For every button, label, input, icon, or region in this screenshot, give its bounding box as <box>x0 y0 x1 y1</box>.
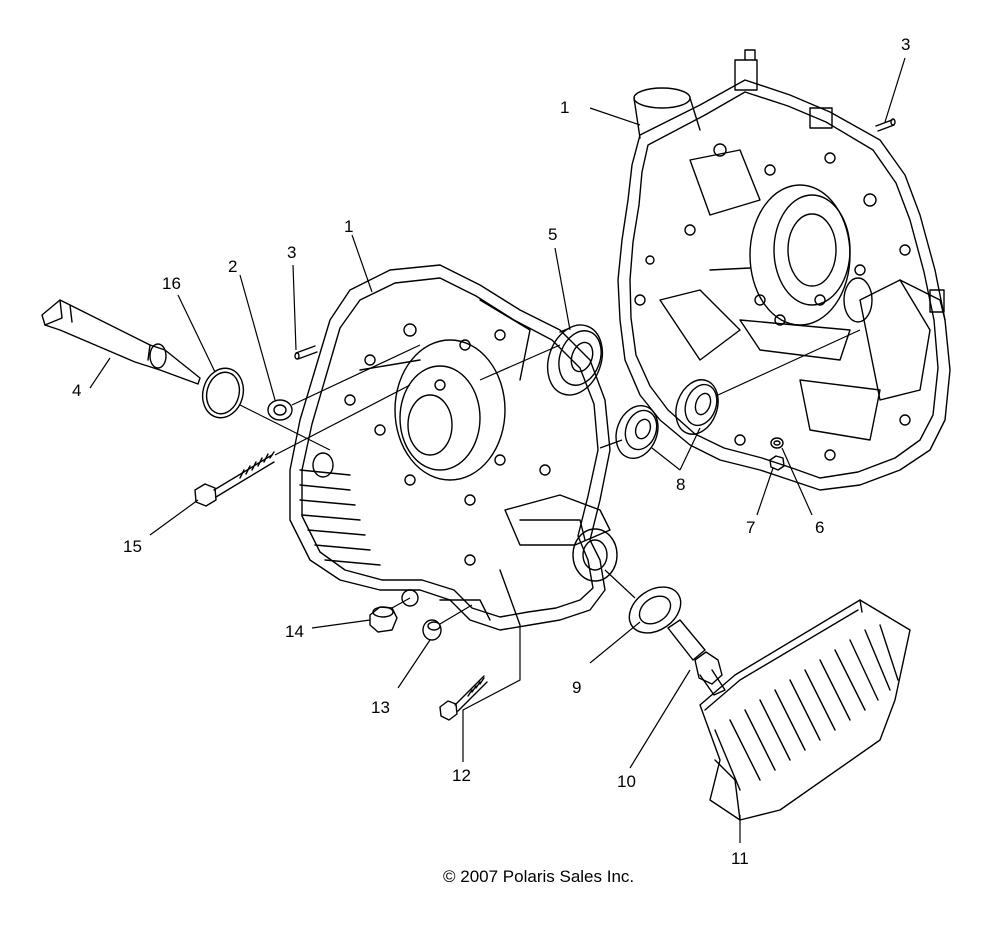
leader-8b <box>679 427 701 471</box>
leader-1-left <box>351 234 373 293</box>
callout-3-left: 3 <box>287 243 296 262</box>
leader-5 <box>554 247 571 331</box>
leader-14 <box>311 619 371 629</box>
leader-bearing5-axis <box>479 344 561 381</box>
callout-15: 15 <box>123 537 142 556</box>
o-ring-16 <box>201 367 245 419</box>
leader-6 <box>781 447 813 516</box>
callout-8: 8 <box>676 475 685 494</box>
gasket-9 <box>628 586 682 634</box>
copyright-notice: © 2007 Polaris Sales Inc. <box>443 867 634 886</box>
leader-13 <box>397 639 431 689</box>
dowel-pin-3-left <box>294 345 318 360</box>
crankcase-left-half <box>289 264 618 631</box>
drain-plug-14 <box>369 606 398 633</box>
cover-11 <box>699 599 911 821</box>
bolt-12 <box>439 675 488 721</box>
leader-15 <box>149 499 199 536</box>
leader-8a <box>651 447 681 471</box>
callout-9: 9 <box>572 678 581 697</box>
leader-12 <box>462 625 521 762</box>
callout-4: 4 <box>72 381 81 400</box>
dowel-pin-3-right <box>875 118 896 132</box>
leader-9 <box>589 621 641 664</box>
leader-bearing8lower-axis <box>599 439 623 449</box>
crankcase-right-half <box>617 49 951 491</box>
bearing-8-upper <box>675 379 719 435</box>
bushing-2 <box>267 399 293 421</box>
leader-7 <box>756 467 774 516</box>
bolt-15 <box>194 451 275 507</box>
leader-plug14-axis <box>391 597 411 609</box>
callout-13: 13 <box>371 698 390 717</box>
callout-1-left: 1 <box>344 217 353 236</box>
leader-plug13-axis <box>439 604 473 625</box>
callout-3-right: 3 <box>901 35 910 54</box>
leader-16 <box>177 294 216 373</box>
leader-10 <box>629 669 691 769</box>
drain-bolt-7 <box>769 455 785 471</box>
leader-gasket-axis <box>604 569 636 599</box>
leader-dipstick-axis <box>239 404 331 451</box>
callout-10: 10 <box>617 772 636 791</box>
bearing-8-lower <box>615 405 659 459</box>
callout-6: 6 <box>815 518 824 537</box>
washer-6 <box>770 437 784 449</box>
leader-bolt15-axis <box>274 384 411 456</box>
bearing-5 <box>546 324 604 396</box>
leader-4 <box>89 357 111 389</box>
plug-13 <box>422 619 442 641</box>
dipstick-4 <box>41 299 201 385</box>
leader-3-right <box>884 57 906 123</box>
leader-bearing8-axis <box>717 329 861 396</box>
leader-lines <box>89 57 906 843</box>
leader-2 <box>239 274 276 401</box>
callout-1-right: 1 <box>560 98 569 117</box>
leader-1-right <box>589 107 641 126</box>
leader-3-left <box>292 264 297 351</box>
callout-11: 11 <box>731 849 749 868</box>
callout-5: 5 <box>548 225 557 244</box>
callout-2: 2 <box>228 257 237 276</box>
callout-12: 12 <box>452 766 471 785</box>
callout-14: 14 <box>285 622 304 641</box>
callout-16: 16 <box>162 274 181 293</box>
fitting-10 <box>667 619 726 696</box>
callout-7: 7 <box>746 518 755 537</box>
leader-bushing-axis <box>291 344 421 406</box>
